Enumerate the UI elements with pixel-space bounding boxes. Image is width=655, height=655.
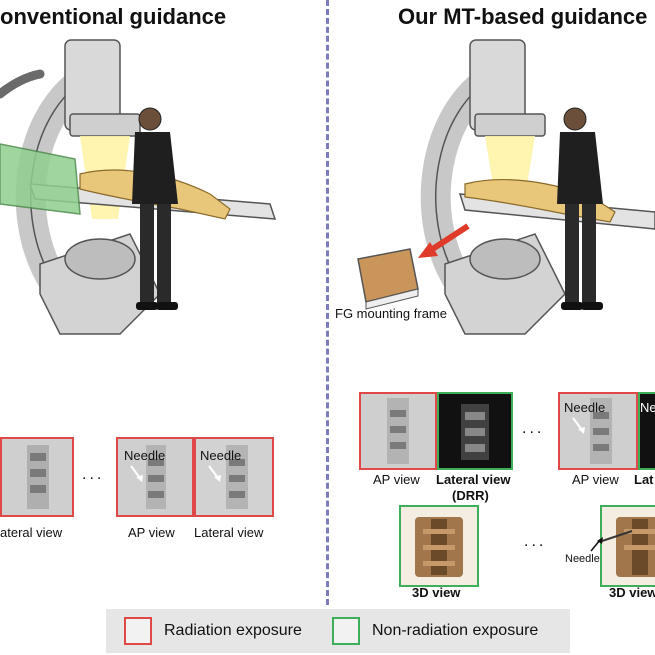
right-drr-label: (DRR) bbox=[452, 488, 489, 503]
conventional-fluoroscopy-illustration bbox=[0, 39, 277, 335]
left-ap-needle-label: Needle bbox=[124, 448, 166, 463]
non-radiation-swatch bbox=[332, 617, 360, 645]
right-ap-view-label-2: AP view bbox=[572, 472, 619, 487]
left-ellipsis: ... bbox=[82, 466, 105, 483]
radiation-legend-label: Radiation exposure bbox=[164, 622, 302, 639]
right-lateral-needle-label: Ne bbox=[640, 400, 655, 415]
right-ap-view-label: AP view bbox=[373, 472, 420, 487]
left-panel-title: onventional guidance bbox=[0, 4, 227, 29]
right-ap-view-image bbox=[359, 392, 437, 470]
right-ellipsis-row2: ... bbox=[524, 533, 547, 550]
right-3d-needle-label: Needle bbox=[565, 553, 600, 565]
left-lateral-view-image bbox=[0, 437, 74, 517]
right-ap-needle-arrow-icon bbox=[572, 417, 585, 434]
left-lateral-view-label-2: Lateral view bbox=[194, 525, 264, 540]
left-lateral-view-label: ateral view bbox=[0, 525, 63, 540]
right-ap-view-needle-image bbox=[558, 392, 638, 470]
right-ap-needle-label: Needle bbox=[564, 400, 606, 415]
left-ap-needle-arrow-icon bbox=[130, 465, 143, 482]
right-lateral-drr-image bbox=[437, 392, 513, 470]
right-lateral-view-label: Lateral view bbox=[436, 472, 511, 487]
right-3d-view-label-2: 3D view bbox=[609, 585, 655, 600]
exposure-legend: Radiation exposure Non-radiation exposur… bbox=[106, 609, 570, 653]
left-ap-view-image bbox=[116, 437, 194, 517]
right-ellipsis-row1: ... bbox=[522, 420, 545, 437]
non-radiation-legend-label: Non-radiation exposure bbox=[372, 622, 539, 639]
left-lateral-needle-label: Needle bbox=[200, 448, 242, 463]
radiation-swatch bbox=[124, 617, 152, 645]
right-3d-view-image bbox=[399, 505, 479, 587]
left-lateral-view-needle-image bbox=[194, 437, 274, 517]
fg-mounting-frame-label: FG mounting frame bbox=[335, 306, 447, 321]
right-3d-view-needle-image bbox=[600, 505, 655, 587]
right-lateral-view-label-2: Lat bbox=[634, 472, 654, 487]
right-3d-needle-arrow-icon bbox=[590, 537, 603, 552]
panel-divider bbox=[326, 0, 329, 605]
left-ap-view-label: AP view bbox=[128, 525, 175, 540]
right-panel-title: Our MT-based guidance bbox=[398, 4, 648, 29]
mt-fluoroscopy-illustration bbox=[357, 39, 655, 335]
left-lateral-needle-arrow-icon bbox=[208, 465, 221, 482]
right-3d-view-label: 3D view bbox=[412, 585, 461, 600]
right-lateral-drr-needle-image bbox=[638, 392, 655, 470]
